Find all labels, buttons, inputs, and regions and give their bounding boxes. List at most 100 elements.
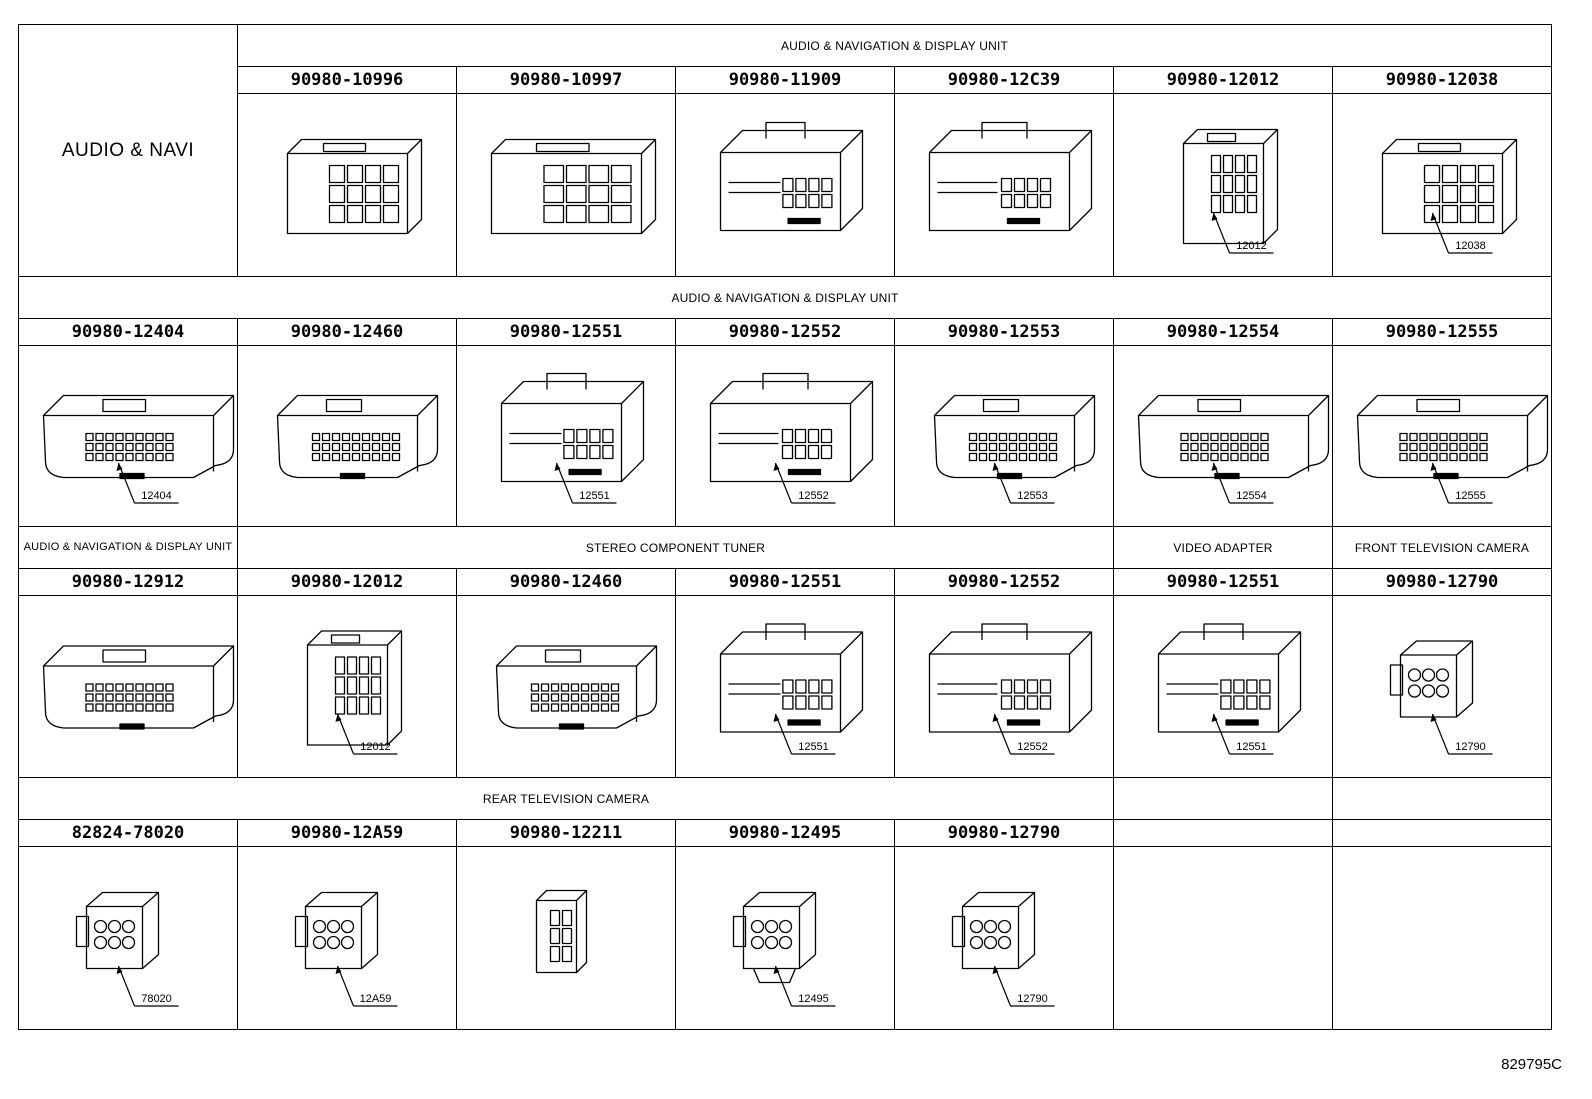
part-number: 90980-12012 [1113,66,1333,94]
connector-image-cell: 12495 [675,846,895,1030]
connector-illustration: 78020 [75,891,179,1007]
section-header: VIDEO ADAPTER [1113,526,1333,569]
connector-drawing [1381,138,1518,235]
connector-illustration [495,645,658,730]
section-header: STEREO COMPONENT TUNER [237,526,1114,569]
connector-drawing [928,623,1093,733]
callout-arrowhead [1211,714,1218,722]
connector-drawing [928,121,1093,232]
callout-arrowhead [992,463,999,471]
callout-label: 12555 [1455,490,1486,502]
connector-drawing [276,394,439,480]
part-number: 90980-12912 [18,568,238,596]
section-header: FRONT TELEVISION CAMERA [1332,526,1552,569]
callout-leader [336,965,398,1007]
callout-label: 12495 [798,993,829,1005]
part-number: 90980-12554 [1113,318,1333,346]
connector-illustration: 12554 [1137,394,1330,504]
connector-image-cell: 12012 [237,595,457,778]
connector-drawing [42,394,235,480]
callout-label: 12038 [1455,240,1486,252]
section-header: REAR TELEVISION CAMERA [18,777,1114,820]
callout-leader [774,462,836,504]
callout-leader [1212,212,1274,254]
callout-leader [1431,462,1493,504]
part-number: 90980-11909 [675,66,895,94]
connector-drawing [732,891,817,984]
connector-image-cell: 12551 [675,595,895,778]
connector-image-cell [894,93,1114,277]
connector-image-cell [1113,846,1333,1030]
connector-illustration: 12552 [709,372,874,504]
part-number: 90980-12551 [1113,568,1333,596]
connector-illustration [286,138,423,235]
connector-image-cell [675,93,895,277]
part-number: 90980-12790 [894,819,1114,847]
connector-illustration: 12552 [928,623,1093,755]
part-number: 90980-12038 [1332,66,1552,94]
callout-leader [993,713,1055,755]
connector-image-cell: 12790 [894,846,1114,1030]
connector-drawing [719,623,864,733]
connector-drawing [500,372,645,483]
connector-image-cell [456,595,676,778]
section-header [1113,777,1333,820]
connector-illustration: 12012 [1182,128,1279,254]
part-number [1332,819,1552,847]
callout-label: 78020 [141,993,172,1005]
callout-arrowhead [335,714,342,722]
callout-leader [993,462,1055,504]
connector-drawing [306,630,403,746]
callout-label: 12551 [1236,741,1267,753]
part-number: 90980-12553 [894,318,1114,346]
connector-drawing [719,121,864,232]
callout-arrowhead [773,463,780,471]
part-number: 90980-10996 [237,66,457,94]
section-header [1332,777,1552,820]
connector-image-cell: 12551 [456,345,676,527]
callout-label: 12551 [579,490,610,502]
callout-arrowhead [1430,463,1437,471]
connector-image-cell [456,93,676,277]
part-number: 90980-12460 [456,568,676,596]
connector-image-cell [237,345,457,527]
part-number: 90980-12790 [1332,568,1552,596]
callout-arrowhead [992,966,999,974]
connector-drawing [709,372,874,483]
callout-label: 12A59 [360,993,392,1005]
callout-label: 12554 [1236,490,1267,502]
connector-illustration: 12553 [933,394,1096,504]
callout-arrowhead [773,966,780,974]
connector-illustration [490,138,657,235]
connector-image-cell [18,595,238,778]
part-number: 90980-12551 [456,318,676,346]
connector-image-cell: 12552 [894,595,1114,778]
connector-image-cell: 12A59 [237,846,457,1030]
callout-leader [1212,462,1274,504]
connector-image-cell [237,93,457,277]
part-number: 90980-12552 [894,568,1114,596]
connector-illustration: 12A59 [294,891,398,1007]
section-header: AUDIO & NAVIGATION & DISPLAY UNIT [18,276,1552,319]
callout-arrowhead [1430,213,1437,221]
part-number: 90980-12552 [675,318,895,346]
callout-leader [336,713,398,755]
connector-drawing [294,891,379,970]
callout-arrowhead [992,714,999,722]
callout-leader [993,965,1055,1007]
part-number: 90980-12404 [18,318,238,346]
connector-drawing [1356,394,1549,480]
connector-image-cell: 12553 [894,345,1114,527]
callout-label: 12404 [141,490,172,502]
callout-arrowhead [554,463,561,471]
connector-illustration: 12551 [719,623,864,755]
part-number: 90980-12211 [456,819,676,847]
connector-illustration [928,121,1093,232]
callout-leader [1431,713,1493,755]
connector-image-cell [1332,846,1552,1030]
callout-label: 12553 [1017,490,1048,502]
connector-drawing [933,394,1096,480]
callout-arrowhead [1211,463,1218,471]
connector-drawing [1389,640,1474,718]
